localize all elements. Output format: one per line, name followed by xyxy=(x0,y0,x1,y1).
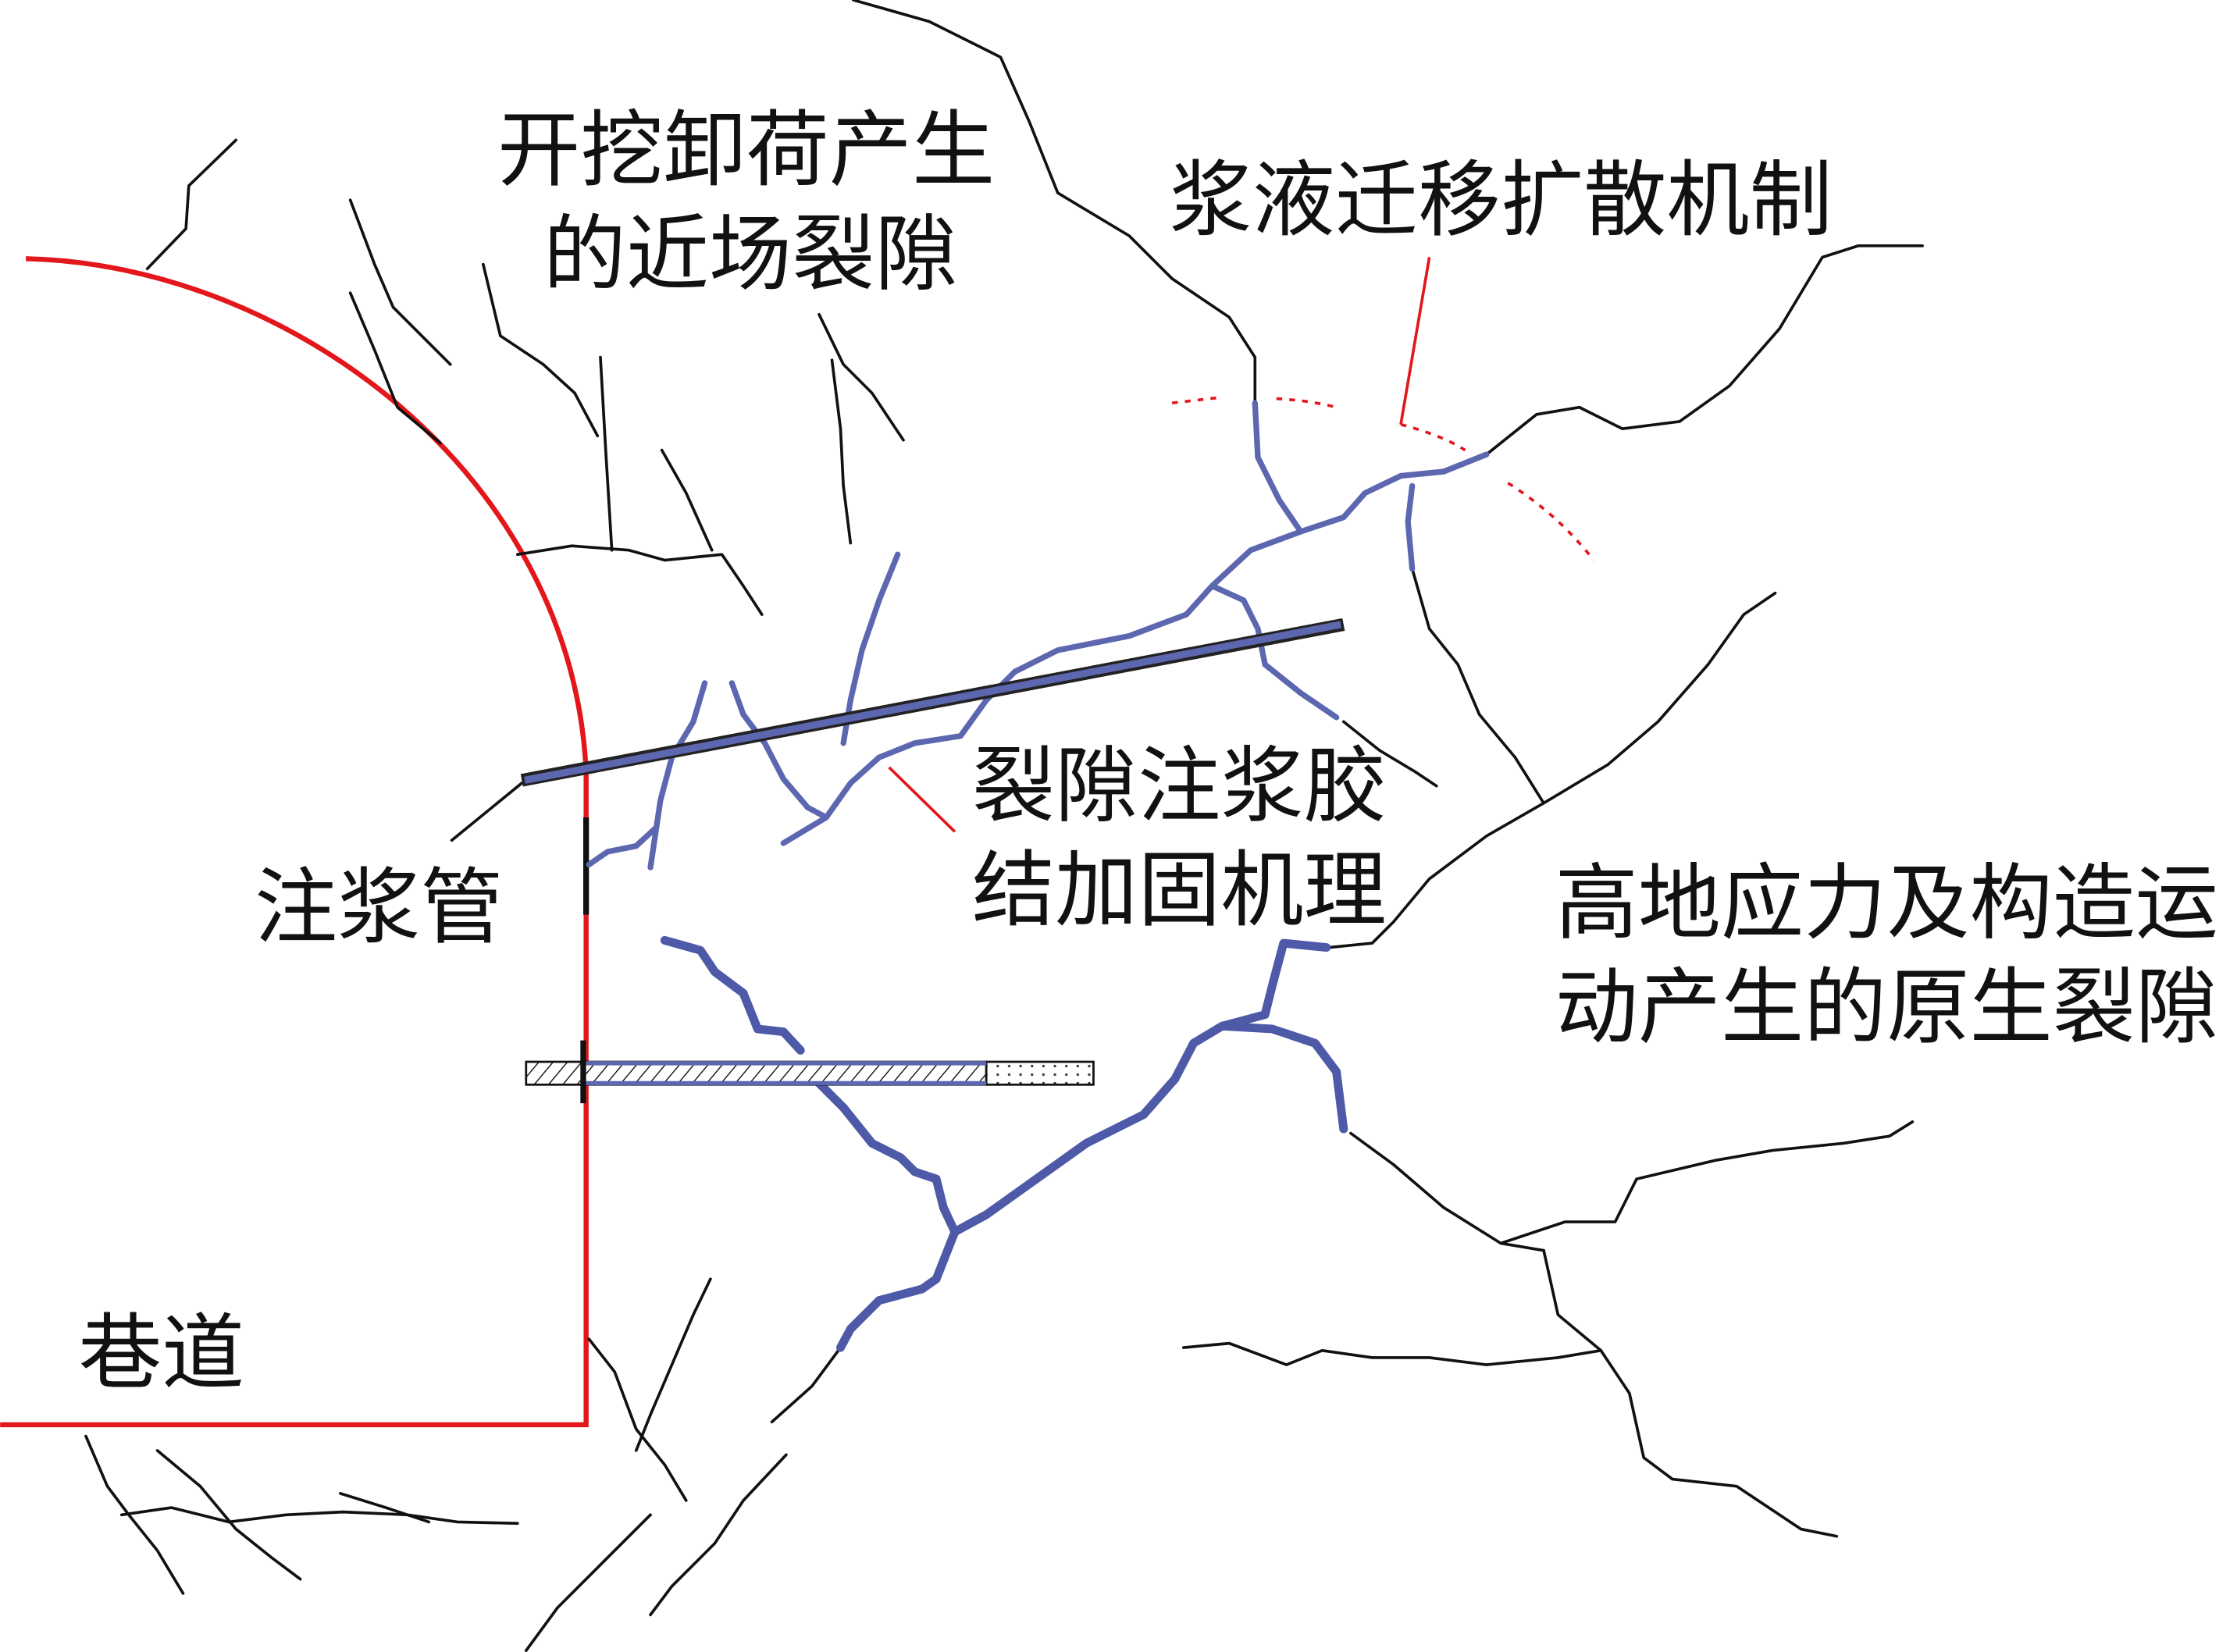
label-tunnel: 巷道 xyxy=(79,1305,244,1402)
label-grouting-pipe: 注浆管 xyxy=(255,860,503,956)
label-grout-migration: 浆液迁移扩散机制 xyxy=(1169,152,1832,249)
grouted-cracks xyxy=(586,400,1490,1352)
red-annotations xyxy=(888,257,1595,833)
black-cracks xyxy=(84,0,1924,1652)
label-primary-cracks-2: 动产生的原生裂隙 xyxy=(1555,960,2218,1056)
tunnel-outline xyxy=(0,256,589,1428)
label-grout-reinforcement-1: 裂隙注浆胶 xyxy=(972,738,1387,835)
label-near-field-cracks-1: 开挖卸荷产生 xyxy=(497,102,995,199)
label-primary-cracks-1: 高地应力及构造运 xyxy=(1555,855,2218,952)
label-near-field-cracks-2: 的近场裂隙 xyxy=(543,206,958,303)
lower-grouting-pipe xyxy=(525,1040,1095,1104)
upper-grouting-pipe xyxy=(520,618,1345,787)
label-grout-reinforcement-2: 结加固机理 xyxy=(972,842,1387,939)
